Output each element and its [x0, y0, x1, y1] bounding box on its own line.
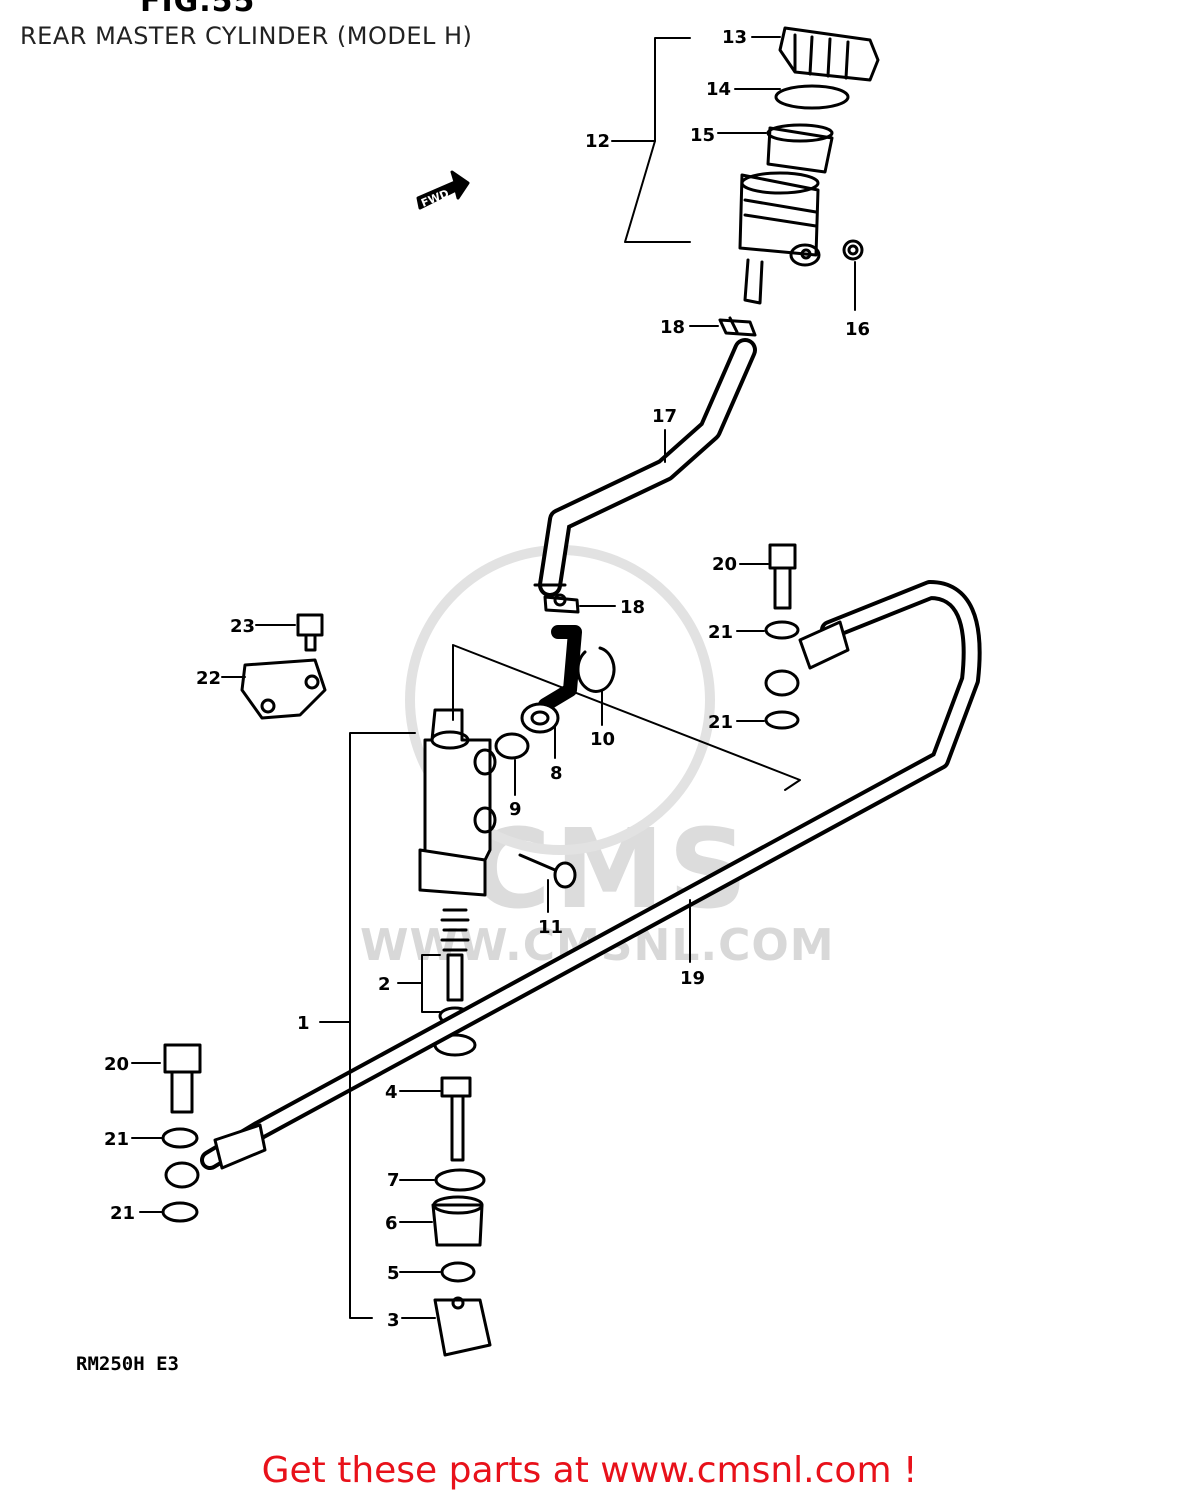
piston-spring-part	[440, 908, 470, 1002]
callout-4: 4	[385, 1082, 398, 1103]
banjo-upper	[764, 669, 800, 697]
washer-lower-b	[161, 1201, 199, 1223]
callout-15: 15	[690, 125, 715, 146]
hose-guide-bracket	[240, 658, 327, 720]
footer-link[interactable]: Get these parts at www.cmsnl.com !	[261, 1450, 918, 1491]
callout-21-lower-a: 21	[104, 1129, 129, 1150]
callout-17: 17	[652, 406, 677, 427]
reservoir-diaphragm-plate	[774, 84, 850, 110]
union-bolt-lower	[163, 1043, 202, 1114]
dust-boot-part	[431, 1195, 484, 1247]
snap-ring-part	[434, 1168, 486, 1192]
locknut-part	[440, 1261, 476, 1283]
fwd-arrow-icon	[416, 170, 470, 210]
callout-9: 9	[509, 799, 522, 820]
leader-lines	[131, 36, 856, 1319]
callout-22: 22	[196, 668, 221, 689]
hose-clamp-lower	[543, 593, 580, 614]
callout-1: 1	[297, 1013, 310, 1034]
hose-clamp-upper	[718, 316, 757, 337]
callout-2: 2	[378, 974, 391, 995]
callout-21-lower-b: 21	[110, 1203, 135, 1224]
callout-16: 16	[845, 319, 870, 340]
callout-5: 5	[387, 1263, 400, 1284]
mounting-screw-part	[518, 853, 577, 889]
brake-hose-fitting-lower	[213, 1123, 267, 1170]
reservoir-cap-part	[778, 26, 880, 82]
washer-upper-b	[764, 710, 800, 730]
footer-banner: Get these parts at www.cmsnl.com !	[0, 1450, 1179, 1491]
callout-21-upper-b: 21	[708, 712, 733, 733]
callout-23: 23	[230, 616, 255, 637]
bracket-bolt	[296, 613, 324, 652]
washer-lower-a	[161, 1127, 199, 1149]
callout-6: 6	[385, 1213, 398, 1234]
brake-hose-fitting-upper	[798, 620, 850, 670]
brake-hose	[204, 584, 978, 1166]
o-ring-part	[494, 732, 530, 760]
washer-upper-a	[764, 620, 800, 640]
callout-3: 3	[387, 1310, 400, 1331]
brake-hose-outline	[200, 580, 982, 1170]
model-code: RM250H E3	[76, 1353, 179, 1375]
diagram-subtitle: REAR MASTER CYLINDER (MODEL H)	[20, 22, 473, 50]
reservoir-bolt	[842, 239, 864, 261]
callout-13: 13	[722, 27, 747, 48]
callout-7: 7	[387, 1170, 400, 1191]
callout-19: 19	[680, 968, 705, 989]
watermark-brand: CMS	[470, 805, 752, 933]
callout-11: 11	[538, 917, 563, 938]
circlip-part	[576, 646, 616, 693]
banjo-lower	[164, 1161, 200, 1189]
callout-18-lower: 18	[620, 597, 645, 618]
clevis-part	[433, 1296, 492, 1357]
reservoir-body	[738, 171, 821, 305]
fwd-label: FWD	[419, 187, 451, 210]
callout-20-lower: 20	[104, 1054, 129, 1075]
figure-number: FIG.55	[140, 0, 256, 19]
reservoir-hose	[542, 342, 753, 593]
reservoir-diaphragm	[766, 123, 834, 174]
union-bolt-upper	[768, 543, 797, 610]
master-cylinder-body	[418, 708, 497, 897]
callout-14: 14	[706, 79, 731, 100]
callout-18-upper: 18	[660, 317, 685, 338]
hose-connector-part	[520, 625, 582, 734]
callout-10: 10	[590, 729, 615, 750]
callout-20-upper: 20	[712, 554, 737, 575]
callout-labels: 13 14 15 12 16 18 17 20 18 23 21 22 10 2…	[104, 27, 870, 1331]
callout-12: 12	[585, 131, 610, 152]
callout-21-upper-a: 21	[708, 622, 733, 643]
callout-8: 8	[550, 763, 563, 784]
pushrod-part	[440, 1076, 472, 1162]
